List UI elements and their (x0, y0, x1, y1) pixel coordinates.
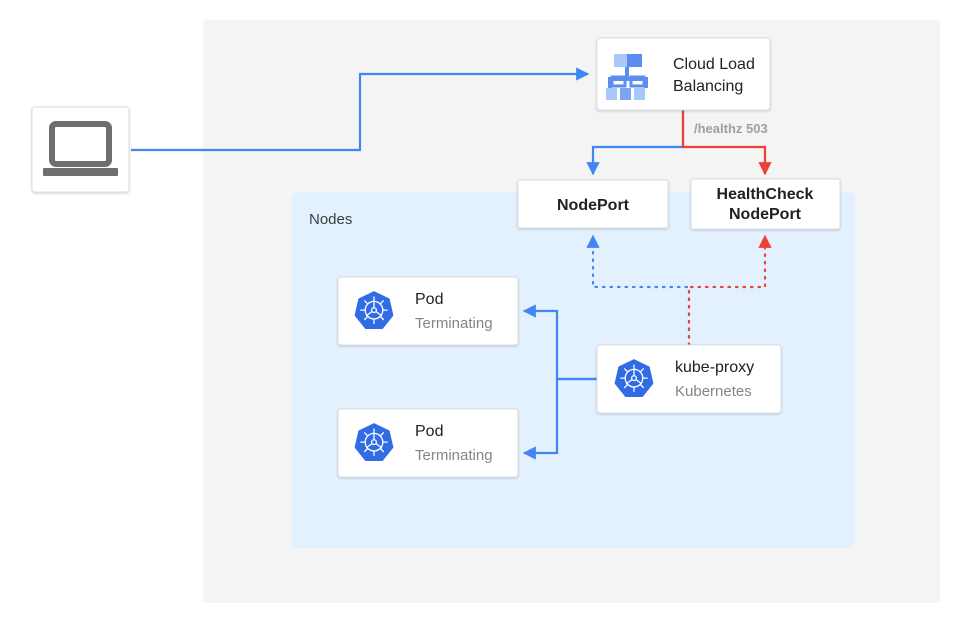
load-balancer-title-line-2: Balancing (673, 78, 743, 95)
healthcheck-nodeport-label-line-2: NodePort (729, 206, 802, 223)
healthcheck-nodeport-node[interactable]: HealthCheck NodePort (690, 178, 841, 230)
kubernetes-icon (354, 291, 394, 330)
edge-lb-to-healthcheck: /healthz 503 (681, 110, 772, 176)
nodeport-label: NodePort (557, 197, 630, 214)
nodes-group-label: Nodes (309, 211, 352, 228)
kube-proxy-subtitle: Kubernetes (675, 383, 752, 400)
kube-proxy-name: kube-proxy (675, 359, 754, 376)
pod-1-name: Pod (415, 291, 443, 308)
client-node[interactable] (31, 106, 130, 193)
pod-node-1[interactable]: Pod Terminating (337, 276, 519, 346)
nodeport-node[interactable]: NodePort (517, 179, 669, 229)
pod-2-name: Pod (415, 423, 443, 440)
kubernetes-icon (614, 359, 654, 398)
healthcheck-nodeport-label-line-1: HealthCheck (717, 186, 814, 203)
pod-1-status: Terminating (415, 315, 493, 332)
load-balancer-node[interactable]: Cloud Load Balancing (596, 37, 771, 111)
edge-client-to-load-balancer (131, 67, 590, 152)
pod-2-status: Terminating (415, 447, 493, 464)
kubernetes-icon (354, 423, 394, 462)
laptop-icon (43, 121, 118, 176)
load-balancer-title-line-1: Cloud Load (673, 56, 755, 73)
cloud-load-balancing-icon (606, 54, 648, 100)
pod-node-2[interactable]: Pod Terminating (337, 408, 519, 478)
kube-proxy-node[interactable]: kube-proxy Kubernetes (596, 344, 782, 414)
edge-kubeproxy-to-pods (522, 304, 597, 460)
edge-label-healthz: /healthz 503 (694, 121, 768, 136)
edge-kubeproxy-to-healthcheck (687, 234, 772, 347)
